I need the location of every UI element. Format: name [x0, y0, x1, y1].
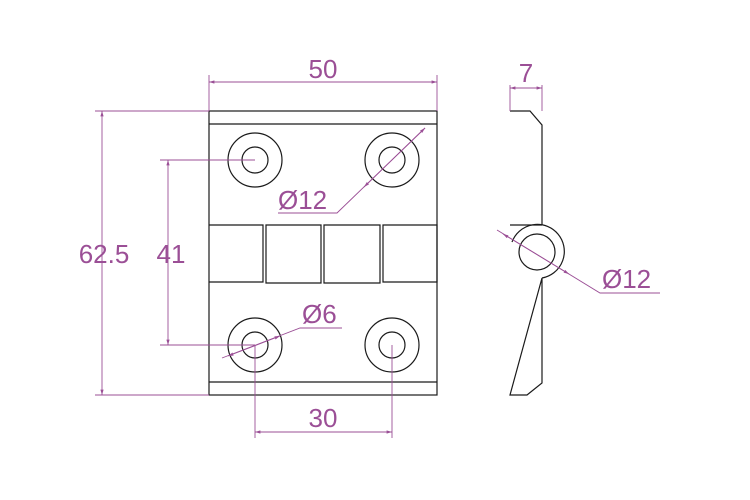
hinge-knuckles [209, 224, 438, 284]
knuckle-diameter-label: Ø12 [602, 264, 651, 294]
counterbore-diameter-label: Ø12 [278, 185, 327, 215]
hole-diameter-label: Ø6 [302, 299, 337, 329]
vertical-spacing-label: 41 [157, 239, 186, 269]
front-view [208, 110, 438, 396]
height-dimension-label: 62.5 [79, 239, 130, 269]
horizontal-spacing-label: 30 [309, 403, 338, 433]
dimensions [95, 75, 660, 438]
side-view [509, 110, 565, 396]
width-dimension-label: 50 [309, 54, 338, 84]
thickness-label: 7 [519, 58, 533, 88]
